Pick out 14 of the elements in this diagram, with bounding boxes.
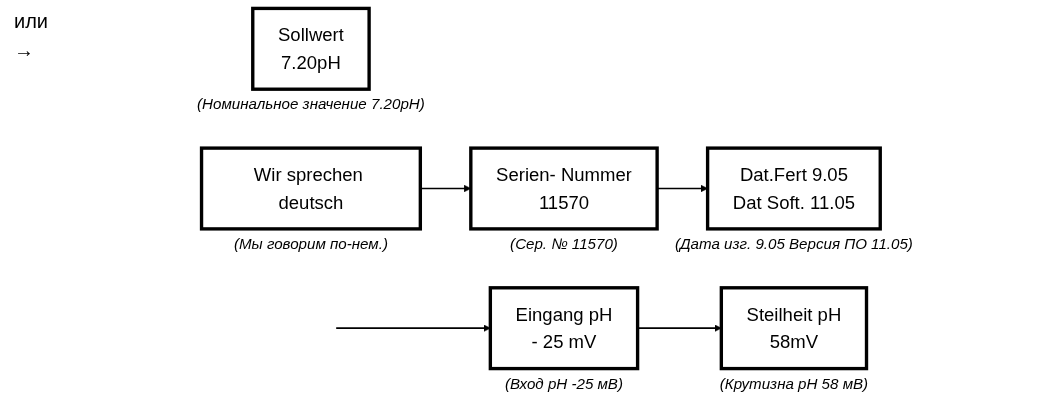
note-text: или	[14, 10, 48, 33]
caption-text: (Сер. № 11570)	[510, 235, 618, 253]
text-box: Steilheit pH 58mV	[719, 286, 869, 371]
caption-text: (Дата изг. 9.05 Версия ПО 11.05)	[674, 235, 913, 253]
text-box: Serien- Nummer 11570	[469, 146, 659, 231]
caption-text: (Крутизна pH 58 мВ)	[719, 374, 869, 392]
caption-text: (Мы говорим по-нем.)	[233, 235, 388, 253]
text-box: Sollwert 7.20pH	[251, 6, 371, 91]
text-box: Dat.Fert 9.05 Dat Soft. 11.05	[705, 146, 882, 231]
caption-text: (Вход pH -25 мВ)	[504, 374, 624, 392]
note-text: →	[14, 39, 35, 62]
text-box: Eingang pH - 25 mV	[488, 286, 640, 371]
caption-text: (Номинальное значение 7.20pH)	[197, 95, 425, 113]
text-box: Wir sprechen deutsch	[199, 146, 423, 231]
